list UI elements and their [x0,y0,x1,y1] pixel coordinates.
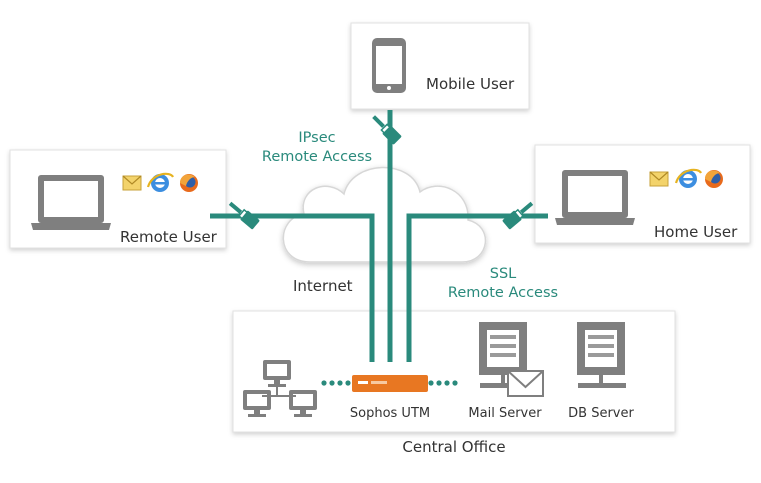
remote-to-utm-line [210,213,375,362]
internet-explorer-icon [674,168,702,188]
server-icon [479,322,528,388]
envelope-icon [507,370,544,397]
lan-computers-icon [243,360,317,417]
plug-icon-remote [228,201,260,230]
home-to-utm-line [406,213,548,362]
firefox-icon [705,170,723,188]
firewall-appliance-icon [352,375,428,392]
db-server-label: DB Server [568,406,634,421]
internet-explorer-icon [146,172,174,192]
laptop-icon [555,170,635,225]
email-client-icon [649,171,669,187]
email-client-icon [122,175,142,191]
internet-label: Internet [293,277,353,295]
plug-icon-home [502,201,534,230]
ipsec-label: IPsec [298,130,335,146]
lan-links [321,380,458,386]
plug-icon-mobile [372,115,402,145]
ssl-remote-access-label: Remote Access [448,285,558,301]
vpn-connections [210,110,548,362]
firefox-icon [180,174,198,192]
ipsec-remote-access-label: Remote Access [262,149,372,165]
sophos-utm-label: Sophos UTM [350,406,430,421]
central-office-label: Central Office [402,438,505,456]
ssl-label: SSL [490,266,517,282]
mail-server-label: Mail Server [468,406,542,421]
home-user-label: Home User [654,223,738,241]
smartphone-icon [372,38,406,93]
server-icon [577,322,626,388]
mobile-user-label: Mobile User [426,75,515,93]
laptop-icon [31,175,111,230]
remote-user-label: Remote User [120,228,218,246]
